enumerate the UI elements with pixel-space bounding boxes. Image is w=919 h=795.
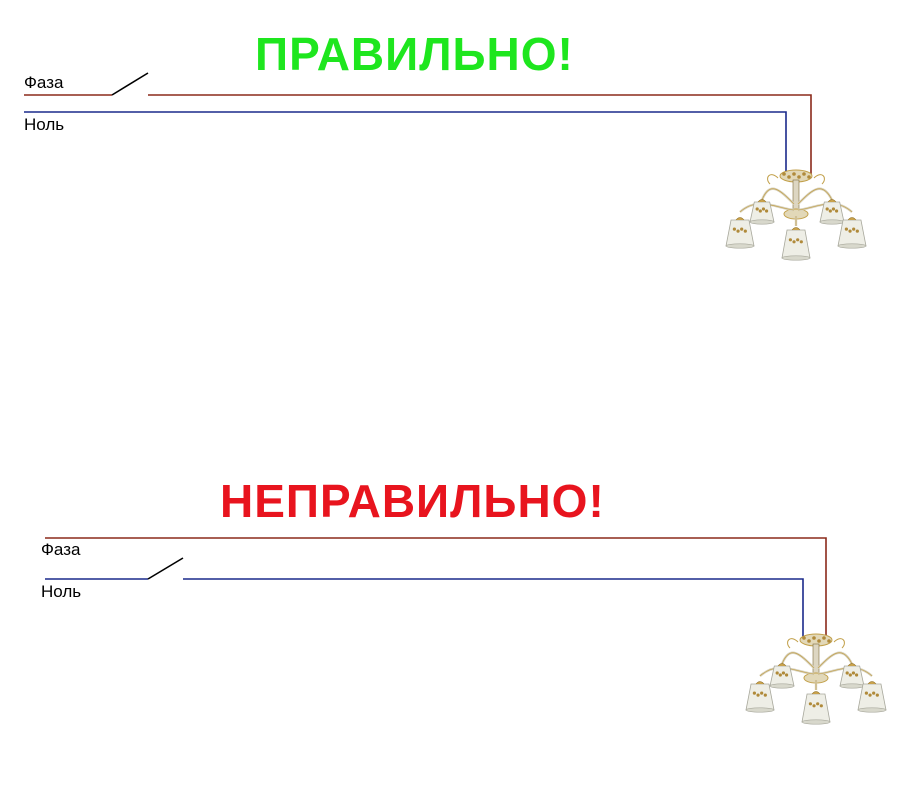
- correct-heading: ПРАВИЛЬНО!: [255, 28, 574, 80]
- chandelier-icon: [725, 169, 867, 261]
- phase-label: Фаза: [41, 540, 81, 559]
- phase-label: Фаза: [24, 73, 64, 92]
- chandelier-icon: [745, 633, 887, 725]
- correct-wiring-svg: [24, 72, 812, 178]
- neutral-switch: [147, 557, 184, 580]
- phase-switch: [111, 72, 149, 96]
- wrong-wiring-svg: [45, 537, 827, 640]
- correct-wiring-diagram: ПРАВИЛЬНО! Фаза Ноль: [0, 0, 919, 300]
- phase-wire-to-lamp: [148, 94, 812, 178]
- wrong-heading: НЕПРАВИЛЬНО!: [220, 475, 605, 527]
- neutral-wire-to-lamp: [183, 578, 804, 640]
- neutral-label: Ноль: [41, 582, 82, 601]
- wrong-wiring-diagram: НЕПРАВИЛЬНО! Фаза Ноль: [0, 460, 919, 795]
- neutral-label: Ноль: [24, 115, 65, 134]
- phase-wire: [45, 537, 827, 640]
- neutral-wire: [24, 111, 787, 178]
